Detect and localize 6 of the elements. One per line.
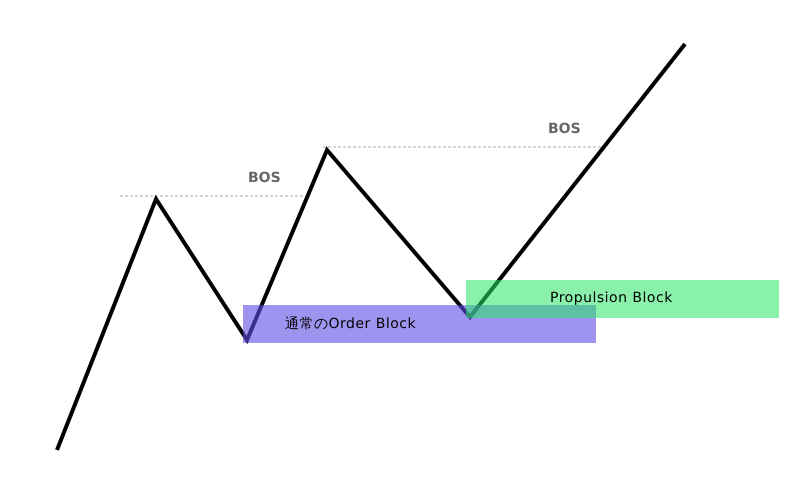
bos-label: BOS [248, 170, 281, 186]
zone-label: Propulsion Block [550, 290, 673, 306]
bos-label: BOS [548, 121, 581, 137]
zone-label: 通常のOrder Block [285, 315, 416, 333]
order-block-zone [243, 305, 596, 343]
propulsion-block-zone [466, 280, 779, 318]
